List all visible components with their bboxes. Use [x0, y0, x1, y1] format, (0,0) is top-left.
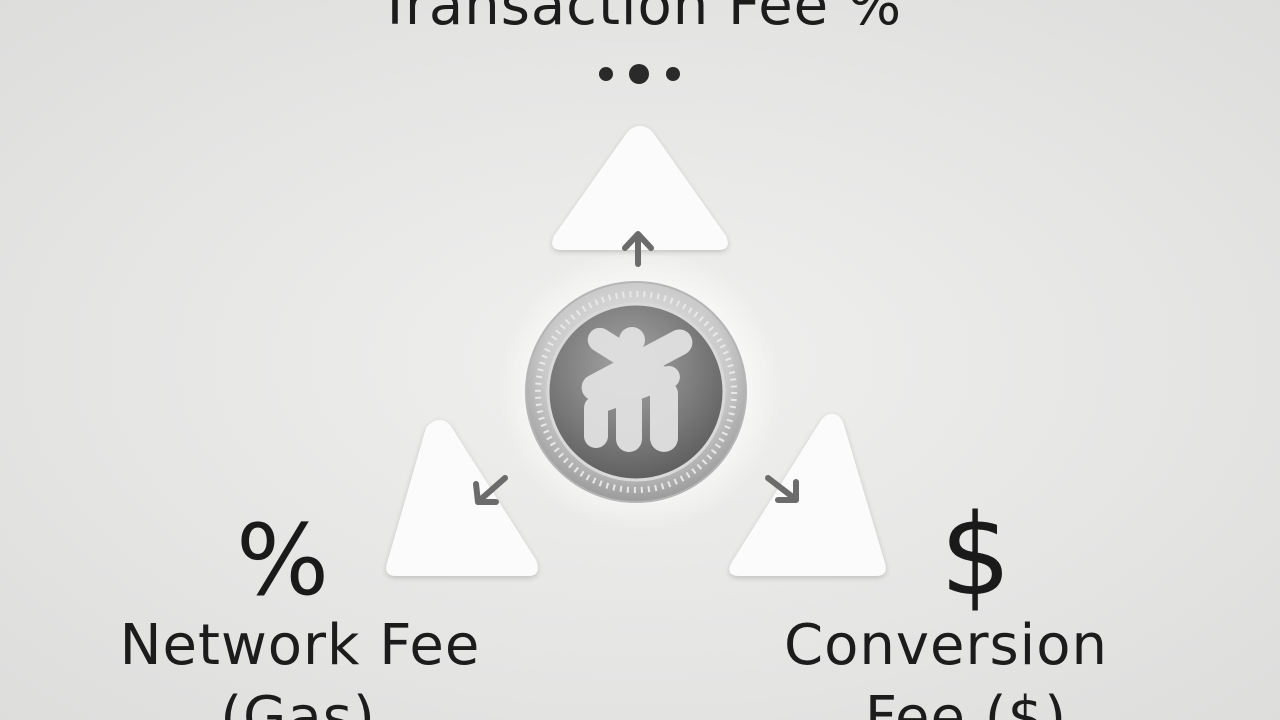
ellipsis-dot	[629, 64, 649, 84]
ellipsis-dot	[599, 67, 613, 81]
top-node-label: Transaction Fee %	[377, 0, 903, 38]
triangle-right	[729, 414, 886, 576]
left-node-label-line2: (Gas)	[220, 685, 376, 720]
right-node-label-line2: Fee ($)	[864, 685, 1068, 720]
triangle-top	[552, 126, 728, 250]
triangle-left	[386, 420, 538, 576]
right-node-label-line1: Conversion	[784, 613, 1108, 678]
arrow-up-icon	[622, 231, 654, 267]
percent-icon: %	[236, 504, 330, 618]
ellipsis-icon	[596, 62, 686, 86]
crypto-coin-logo-icon	[525, 281, 747, 503]
dollar-icon: $	[940, 491, 1012, 621]
ellipsis-dot	[666, 67, 680, 81]
arrow-down-left-icon	[473, 475, 508, 505]
left-node-label-line1: Network Fee	[119, 613, 481, 678]
arrow-down-right-icon	[765, 475, 799, 503]
